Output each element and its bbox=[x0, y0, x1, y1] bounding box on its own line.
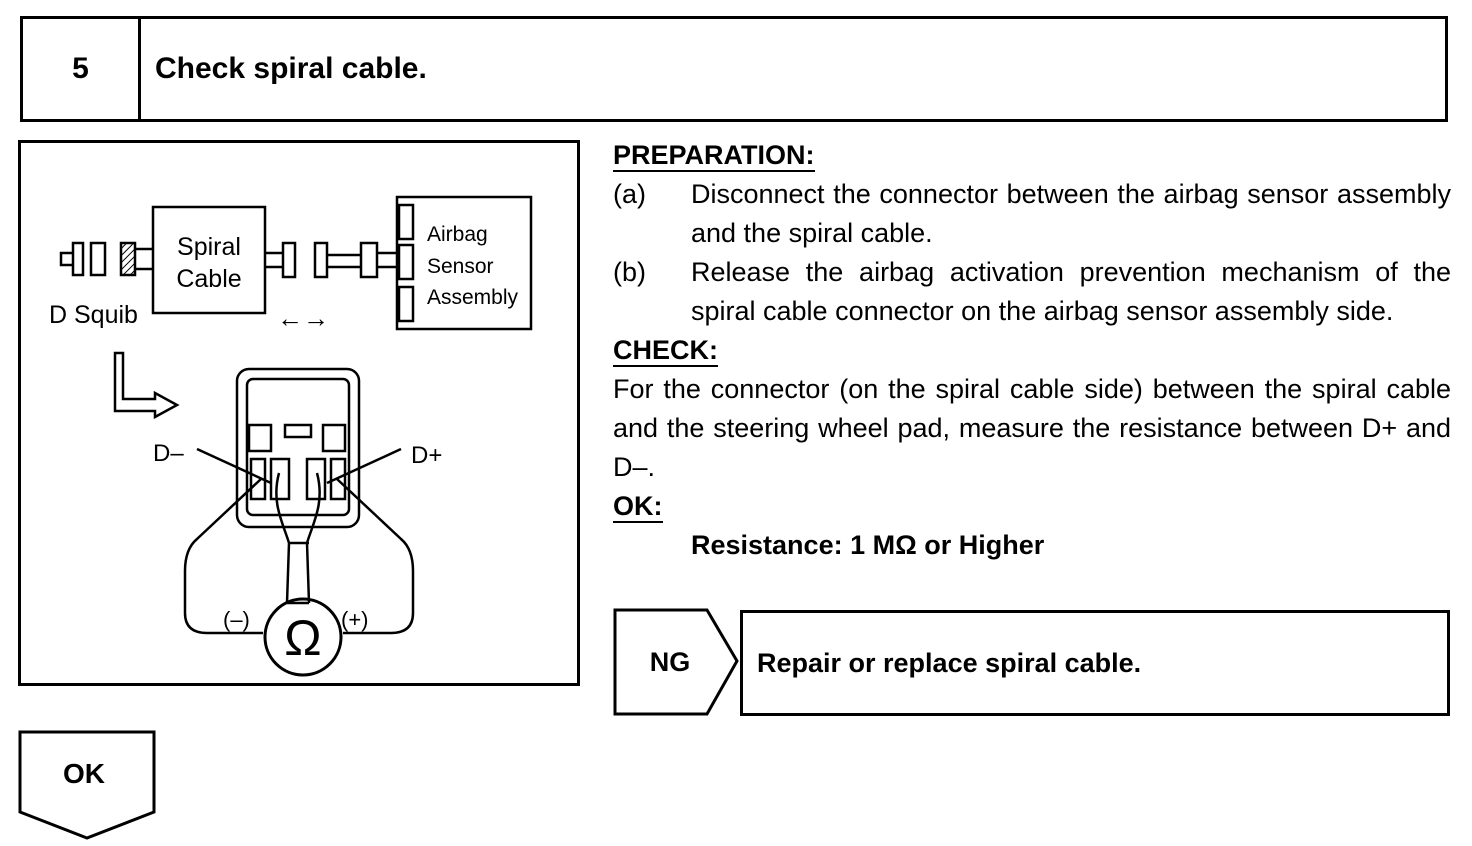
negative-lead bbox=[183, 478, 263, 635]
resistance-spec: Resistance: 1 MΩ or Higher bbox=[691, 530, 1045, 560]
disconnect-arrows: ←→ bbox=[277, 303, 329, 333]
d-squib-label: D Squib bbox=[49, 301, 138, 329]
spiral-label-2: Cable bbox=[176, 265, 241, 293]
positive-lead bbox=[336, 478, 415, 635]
preparation-heading: PREPARATION: bbox=[613, 140, 815, 172]
connector-diagram: Spiral Cable Airbag Sensor Assembly D Sq… bbox=[49, 195, 533, 677]
sensor-label-1: Airbag bbox=[427, 223, 488, 246]
d-plus-leader bbox=[326, 447, 402, 485]
ok-heading: OK: bbox=[613, 491, 663, 523]
prep-item-a-text: Disconnect the connector between the air… bbox=[691, 179, 1451, 248]
mid-connector-icon bbox=[265, 241, 397, 279]
spiral-cable-block bbox=[151, 205, 267, 315]
probe-positive-label: (+) bbox=[341, 607, 369, 632]
squib-connector-icon bbox=[59, 241, 153, 277]
ng-action: Repair or replace spiral cable. bbox=[740, 610, 1450, 716]
connector-face-icon bbox=[235, 367, 361, 605]
check-heading: CHECK: bbox=[613, 335, 718, 367]
prep-item-b-label: (b) bbox=[613, 257, 646, 287]
ok-flow-label: OK bbox=[63, 758, 105, 789]
sensor-label-3: Assembly bbox=[427, 286, 519, 309]
spiral-label-1: Spiral bbox=[177, 233, 241, 261]
ohm-symbol: Ω bbox=[284, 610, 321, 666]
d-plus-label: D+ bbox=[411, 442, 442, 469]
prep-item-b-text: Release the airbag activation prevention… bbox=[691, 257, 1451, 326]
check-text: For the connector (on the spiral cable s… bbox=[613, 374, 1451, 482]
ohmmeter-icon bbox=[263, 597, 343, 677]
instructions: PREPARATION: (a) Disconnect the connecto… bbox=[613, 136, 1451, 565]
step-header: 5 Check spiral cable. bbox=[20, 16, 1448, 122]
ok-arrow-shape bbox=[18, 730, 156, 840]
airbag-sensor-block bbox=[395, 195, 533, 331]
d-minus-label: D– bbox=[153, 440, 184, 467]
d-minus-leader bbox=[196, 447, 272, 485]
bent-arrow-icon bbox=[113, 351, 180, 420]
sensor-label-2: Sensor bbox=[427, 255, 494, 278]
step-number: 5 bbox=[23, 19, 141, 119]
probe-negative-label: (–) bbox=[223, 607, 250, 632]
ng-arrow-shape bbox=[613, 608, 739, 716]
wiring-figure: Spiral Cable Airbag Sensor Assembly D Sq… bbox=[18, 140, 580, 686]
ng-label: NG bbox=[649, 647, 691, 677]
step-title: Check spiral cable. bbox=[155, 52, 427, 85]
prep-item-a-label: (a) bbox=[613, 179, 646, 209]
prep-item-b: (b) Release the airbag activation preven… bbox=[613, 253, 1451, 331]
prep-item-a: (a) Disconnect the connector between the… bbox=[613, 175, 1451, 253]
